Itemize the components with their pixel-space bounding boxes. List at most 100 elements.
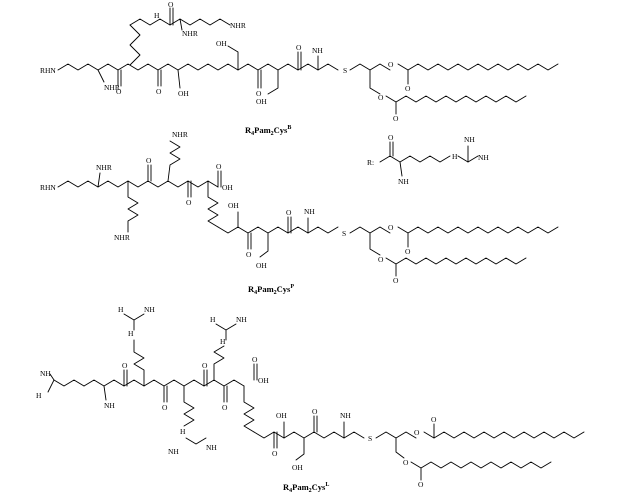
atom-oh: OH: [276, 411, 287, 420]
bond-chain: [207, 180, 219, 228]
atom-s: S: [342, 229, 346, 238]
atom-o: O: [252, 355, 258, 364]
atom-oh: OH: [256, 261, 267, 270]
atom-nhr: NHR: [230, 21, 246, 30]
atom-nh: H: [128, 329, 134, 338]
bond-chain: [349, 226, 391, 234]
atom-nh2: NH: [144, 305, 155, 314]
bond: [47, 379, 55, 393]
atom-nh2: NH: [206, 443, 217, 452]
fatty-chain-2: [385, 257, 527, 265]
atom-nh: NH: [168, 447, 179, 456]
atom-o: O: [222, 403, 228, 412]
atom-o: O: [186, 198, 192, 207]
bond: [97, 69, 105, 83]
atom-nhr: NHR: [104, 83, 120, 92]
atom-o: O: [272, 449, 278, 458]
bond-chain: [369, 232, 381, 256]
atom-nh: H: [118, 305, 124, 314]
atom-nh: H: [220, 337, 226, 346]
bond-chain: [213, 345, 225, 381]
atom-nh2: NH: [304, 207, 315, 216]
atom-nh2: NH: [478, 153, 489, 162]
bond: [103, 385, 107, 401]
bond-chain: [295, 437, 305, 461]
atom-o: O: [116, 87, 122, 96]
bond-chain: [53, 379, 85, 387]
caption-r4pam2cys-l: R4Pam2CysL: [283, 482, 329, 494]
atom-h: H: [452, 152, 458, 161]
bond: [97, 172, 101, 188]
atom-oh: OH: [222, 183, 233, 192]
bond-chain: [133, 339, 145, 387]
structure-r4pam2cys-l: NH H NH O H H NH O H NH NH O H H N: [36, 305, 585, 494]
bond-chain: [185, 437, 207, 445]
atom-o: O: [378, 93, 384, 102]
bond-chain: [375, 431, 417, 439]
atom-h2n: H: [36, 391, 42, 400]
atom-nh: H: [210, 315, 216, 324]
atom-o: O: [405, 84, 411, 93]
bond-chain: [83, 379, 245, 387]
atom-nh: NH: [464, 135, 475, 144]
atom-o: O: [388, 60, 394, 69]
fatty-chain-2: [385, 95, 527, 103]
bond-chain: [129, 24, 141, 66]
atom-o: O: [156, 87, 162, 96]
bond: [177, 69, 181, 89]
bond-chain: [123, 313, 135, 331]
atom-oh: OH: [216, 39, 227, 48]
bond: [225, 323, 237, 331]
atom-s: S: [343, 66, 347, 75]
atom-o: O: [168, 0, 174, 9]
atom-o: O: [431, 415, 437, 424]
bond-chain: [369, 69, 381, 95]
atom-o: O: [418, 480, 424, 489]
atom-o: O: [414, 428, 420, 437]
atom-oh: OH: [258, 376, 269, 385]
atom-nhr: NHR: [182, 29, 198, 38]
bond-chain: [379, 155, 451, 163]
atom-oh: OH: [256, 97, 267, 106]
bond-chain: [349, 63, 391, 71]
atom-nh2: NH: [312, 46, 323, 55]
atom-oh: OH: [228, 201, 239, 210]
atom-o: O: [286, 208, 292, 217]
atom-nh2: NH: [104, 401, 115, 410]
atom-o: O: [393, 114, 399, 123]
bond-chain: [167, 140, 181, 182]
bond-chain: [227, 45, 239, 71]
atom-nh2: NH: [398, 177, 409, 186]
fatty-chain-1: [397, 226, 559, 234]
atom-o: O: [296, 43, 302, 52]
atom-nh: NH: [40, 369, 51, 378]
bond-chain: [183, 385, 195, 427]
atom-nhr: NHR: [114, 233, 130, 242]
bond-chain: [57, 63, 339, 71]
atom-nh: H: [180, 427, 186, 436]
atom-o: O: [388, 223, 394, 232]
atom-o: O: [312, 407, 318, 416]
atom-nh: H: [154, 11, 160, 20]
atom-o: O: [162, 403, 168, 412]
bond: [49, 373, 55, 381]
bond: [179, 18, 183, 31]
bond-chain: [259, 232, 269, 258]
structure-r4pam2cys-p: RHN NHR NHR O NHR O O OH OH O OH O NH S: [40, 130, 559, 296]
atom-o: O: [388, 133, 394, 142]
atom-o: O: [202, 361, 208, 370]
bond-chain: [267, 69, 279, 95]
r-label: R:: [367, 158, 374, 167]
atom-rhn: RHN: [40, 66, 56, 75]
atom-o: O: [393, 276, 399, 285]
bond-chain: [57, 180, 219, 188]
atom-o: O: [216, 162, 222, 171]
atom-nh2: NH: [236, 315, 247, 324]
caption-r4pam2cys-p: R4Pam2CysP: [248, 284, 294, 296]
caption-r4pam2cys-b: R4Pam2CysB: [245, 125, 291, 137]
bond-chain: [253, 431, 365, 439]
atom-o: O: [146, 156, 152, 165]
atom-o: O: [122, 361, 128, 370]
bond-chain: [127, 180, 139, 233]
